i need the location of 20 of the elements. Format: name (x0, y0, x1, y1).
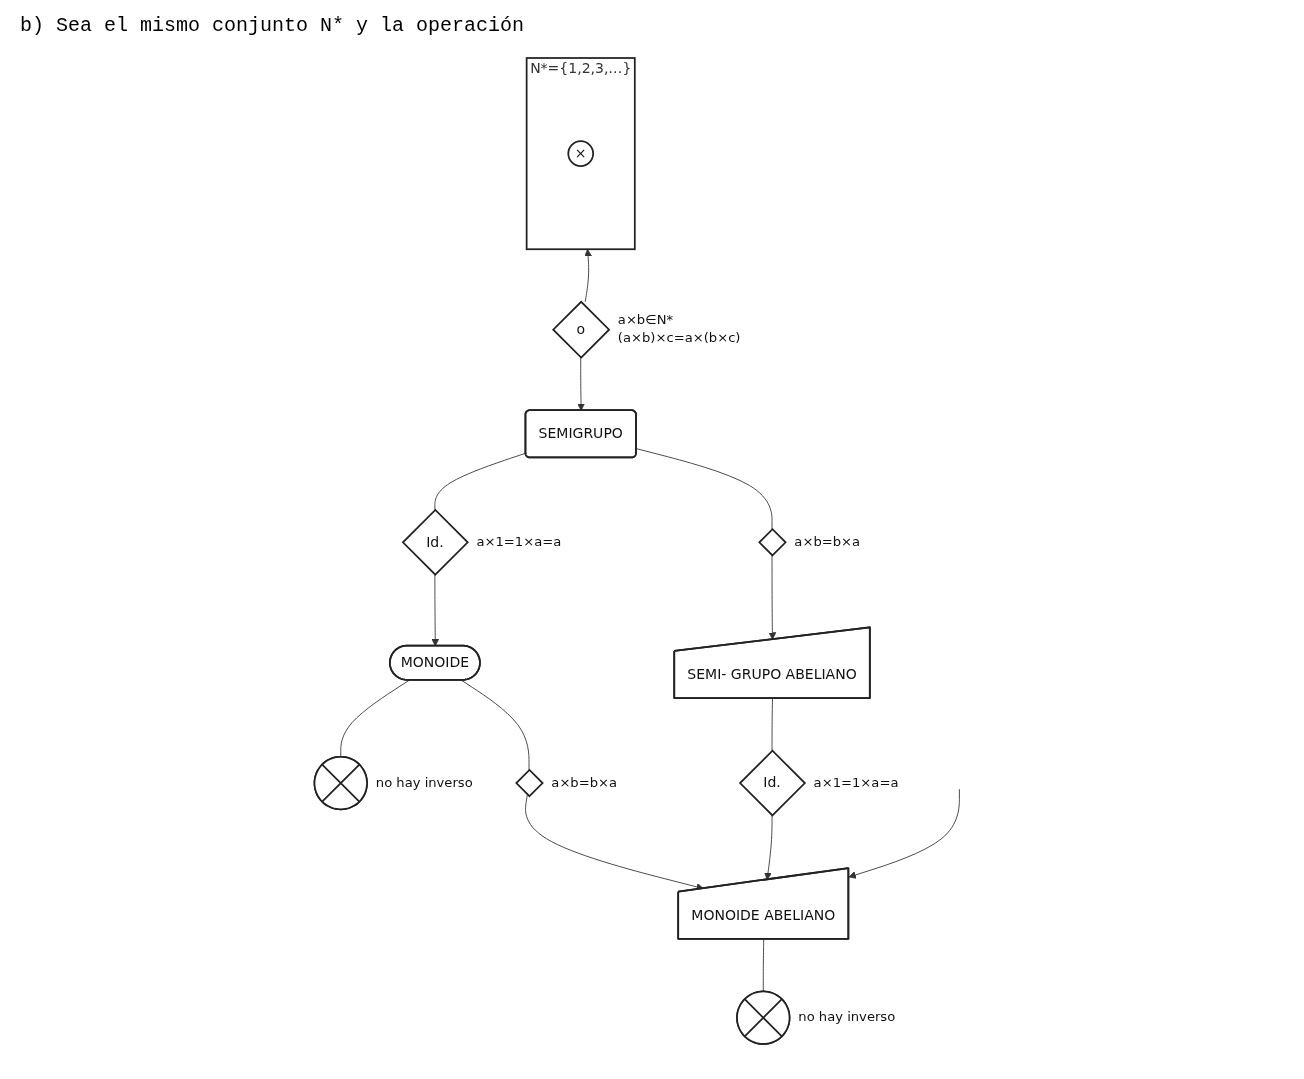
side-note: no hay inverso (798, 1009, 896, 1025)
side-note: a×b∈N* (617, 312, 673, 328)
side-note: a×1=1×a=a (476, 533, 562, 549)
connector-line (771, 698, 773, 752)
side-note: (a×b)×c=a×(b×c) (617, 329, 741, 345)
side-note: a×b=b×a (551, 774, 618, 790)
diagram-title: b) Sea el mismo conjunto N* y la operación (19, 13, 526, 39)
connector-line (460, 679, 530, 771)
node-diamond (515, 768, 544, 798)
side-note: no hay inverso (375, 774, 473, 790)
node-diamond (758, 527, 787, 557)
side-note: a×b=b×a (794, 533, 861, 549)
node-diamond: Id. (401, 508, 469, 576)
connector-line (340, 679, 410, 758)
node-diamond: o (552, 300, 611, 359)
node-diamond: Id. (738, 749, 807, 817)
connector-line (762, 938, 765, 992)
side-note: a×1=1×a=a (813, 774, 899, 790)
node-circle: × (567, 140, 595, 167)
connector-line (636, 448, 773, 530)
